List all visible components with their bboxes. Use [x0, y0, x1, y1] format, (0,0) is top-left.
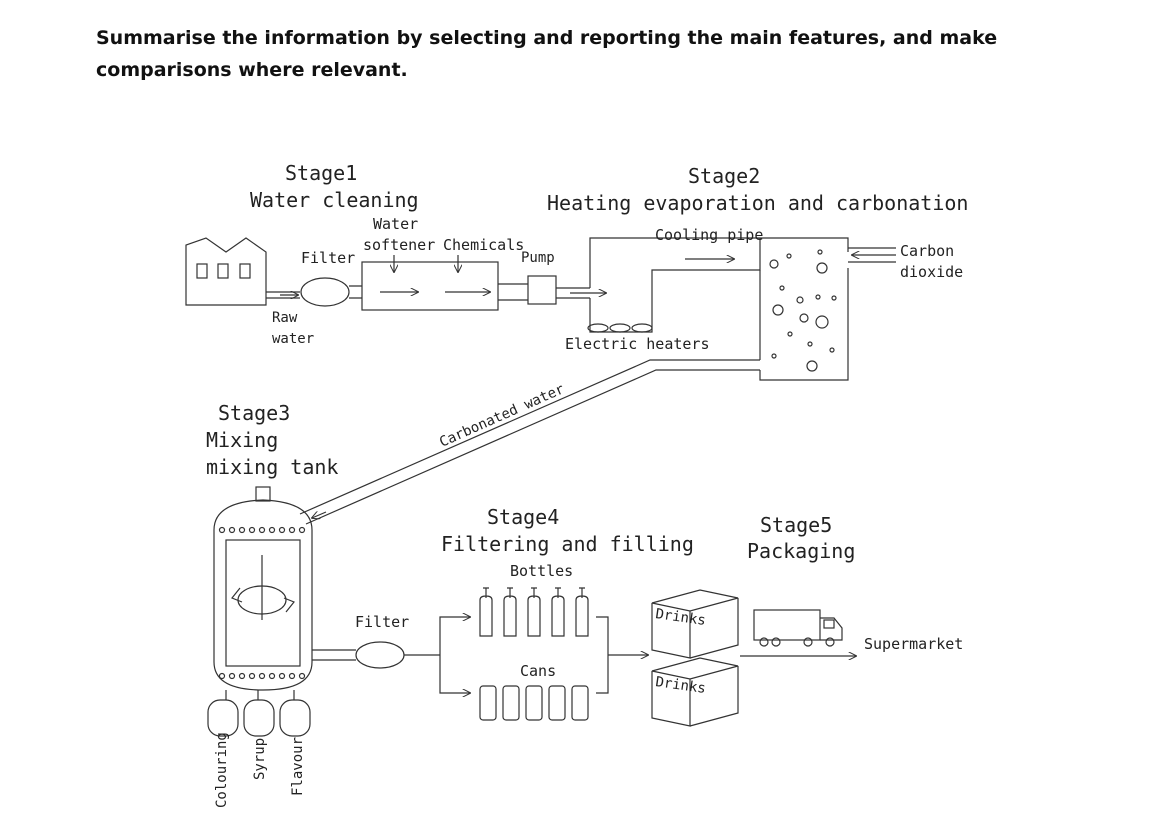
- ingredient-tanks: [207, 690, 311, 737]
- flavour-label: Flavour: [290, 737, 306, 796]
- drinks-label-1: Drinks: [654, 606, 706, 629]
- factory-icon: [185, 237, 267, 306]
- pump-icon: [527, 275, 557, 305]
- stage3-subtitle: Mixing: [206, 428, 278, 452]
- stage5-subtitle: Packaging: [747, 539, 855, 563]
- filter2-icon: [355, 641, 405, 669]
- cans-icon: [479, 685, 589, 721]
- electric-heaters-label: Electric heaters: [565, 335, 710, 353]
- water-softener-label-1: Water: [373, 215, 418, 233]
- mixing-tank-holes: [218, 526, 306, 680]
- stage2-subtitle: Heating evaporation and carbonation: [547, 191, 968, 215]
- chemicals-label: Chemicals: [443, 236, 524, 254]
- stage4-title: Stage4: [487, 505, 559, 529]
- bottles-icon: [479, 587, 589, 637]
- mixing-tank: [213, 486, 313, 691]
- softener-tank: [361, 261, 499, 311]
- carbonated-water-label: Carbonated water: [437, 381, 567, 450]
- filter1-icon: [300, 277, 350, 307]
- cans-label: Cans: [520, 662, 556, 680]
- stage4-subtitle: Filtering and filling: [441, 532, 694, 556]
- bubbles: [769, 249, 837, 372]
- task-prompt: Summarise the information by selecting a…: [96, 27, 998, 81]
- raw-water-label-2: water: [272, 331, 314, 347]
- carbon-dioxide-label-1: Carbon: [900, 242, 954, 260]
- truck-icon: [753, 609, 843, 647]
- carbonated-water-pipe: [299, 359, 760, 525]
- water-softener-label-2: softener: [363, 236, 435, 254]
- syrup-label: Syrup: [252, 738, 268, 780]
- carbonation-tank: [759, 237, 849, 381]
- filter1-label: Filter: [301, 249, 355, 267]
- colouring-label: Colouring: [214, 732, 230, 808]
- carbon-dioxide-label-2: dioxide: [900, 263, 963, 281]
- stage1-subtitle: Water cleaning: [250, 188, 419, 212]
- drinks-box-1: [651, 589, 739, 659]
- filter2-label: Filter: [355, 613, 409, 631]
- stage3-subtitle-2: mixing tank: [206, 455, 338, 479]
- cooling-pipe-label: Cooling pipe: [655, 226, 763, 244]
- stage2-title: Stage2: [688, 164, 760, 188]
- supermarket-label: Supermarket: [864, 635, 963, 653]
- electric-heater-icon: [587, 323, 653, 333]
- bottles-label: Bottles: [510, 562, 573, 580]
- stage1-title: Stage1: [285, 161, 357, 185]
- pipe-tank-filter: [312, 649, 356, 661]
- stage3-title: Stage3: [218, 401, 290, 425]
- evaporation-chamber: [589, 237, 761, 333]
- stage5-title: Stage5: [760, 513, 832, 537]
- drinks-box-2: [651, 657, 739, 727]
- pump-label: Pump: [521, 250, 555, 266]
- raw-water-label-1: Raw: [272, 310, 298, 326]
- drinks-label-2: Drinks: [654, 674, 706, 697]
